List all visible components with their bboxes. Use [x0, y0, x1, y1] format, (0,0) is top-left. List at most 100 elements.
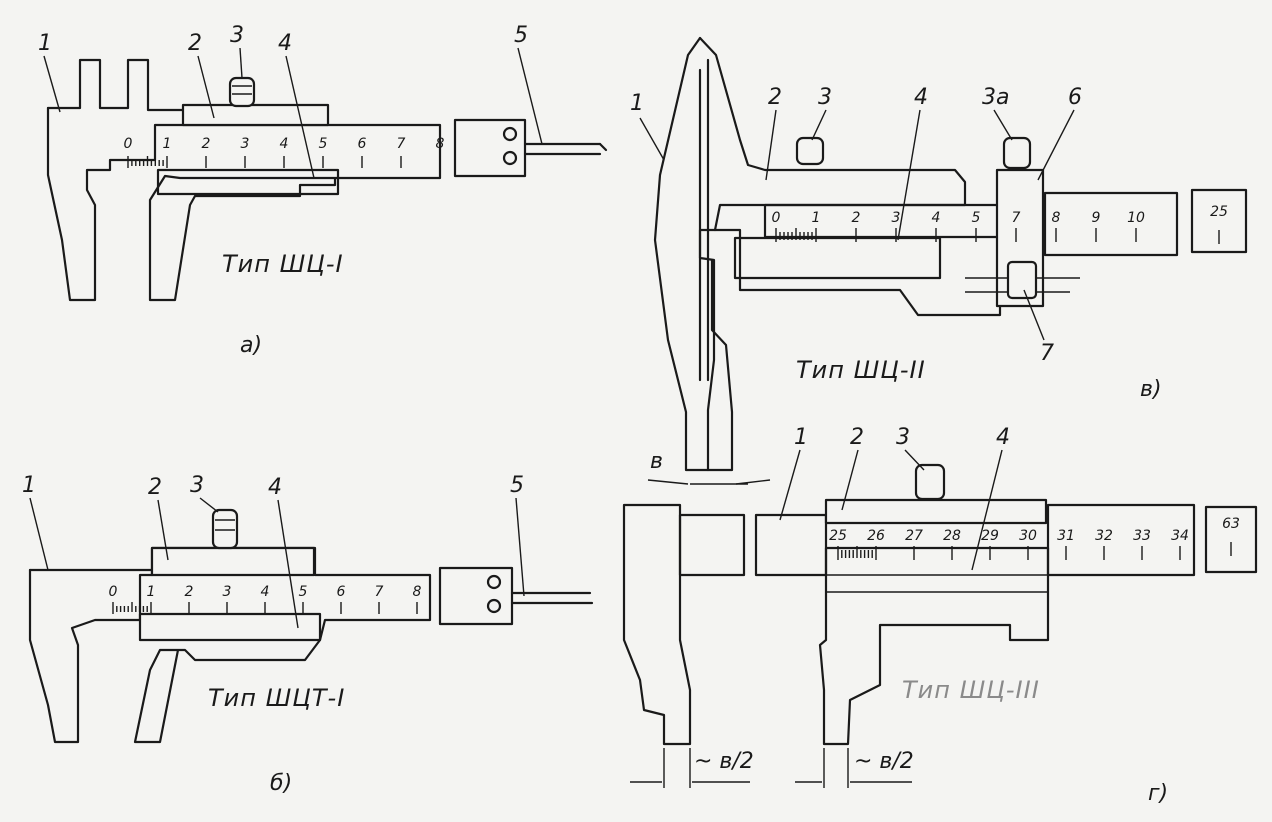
scale-number-a-8: 8 [436, 136, 445, 152]
scale-number-b-0: 0 [109, 584, 118, 600]
panel-g-label: г) [1148, 781, 1168, 806]
panel-a-labels: 1 2 3 4 5 Тип ШЦ-I а) [38, 23, 543, 358]
panel-b-fixed-jaw [28, 546, 432, 744]
panel-g-labels: 1 2 3 4 Тип ШЦ-III г) [779, 425, 1168, 806]
scale-number-a-0: 0 [124, 136, 133, 152]
panel-g-frame [824, 498, 1048, 525]
scale-number-a-6: 6 [358, 136, 367, 152]
panel-v-screw-3a [1002, 136, 1032, 170]
scale-number-g-1: 26 [867, 528, 885, 544]
panel-a-label: а) [240, 333, 262, 358]
panel-v-part-3a: 3а [982, 85, 1009, 110]
panel-v-part-4: 4 [914, 85, 928, 110]
scale-number-a-3: 3 [241, 136, 250, 152]
scale-number-g-4: 29 [981, 528, 999, 544]
panel-b-caliper [28, 508, 594, 744]
scale-number-g-8: 33 [1133, 528, 1151, 544]
panel-g-end-scale [1204, 505, 1258, 574]
panel-a-screw [228, 76, 256, 108]
panel-b-title: Тип ШЦТ-I [208, 684, 345, 712]
scale-number-b-2: 2 [185, 584, 194, 600]
panel-g-movable-jaw [818, 546, 1050, 746]
scale-number-v-4: 4 [932, 210, 941, 226]
panel-a-part-4: 4 [278, 31, 292, 56]
scale-number-b-3: 3 [223, 584, 232, 600]
panel-g-caliper: ~ в/2 ~ в/2 [622, 463, 1258, 788]
scale-number-a-4: 4 [280, 136, 289, 152]
panel-v-fixed-jaw [653, 36, 1002, 472]
panel-v-title: Тип ШЦ-II [796, 356, 926, 384]
panel-b-screw [211, 508, 239, 550]
panel-v-part-2: 2 [768, 85, 782, 110]
scale-number-a-1: 1 [163, 136, 172, 152]
panel-v-part-7: 7 [1040, 341, 1054, 366]
panel-b-part-5: 5 [510, 473, 524, 498]
scale-number-v-5: 5 [972, 210, 981, 226]
scale-number-g-7: 32 [1095, 528, 1113, 544]
scale-number-v-9: 10 [1127, 210, 1145, 226]
panel-a-main-scale: 0 1 2 3 4 5 6 7 8 [124, 136, 445, 168]
panel-b-part-1: 1 [22, 473, 36, 498]
scale-number-g-6: 31 [1057, 528, 1075, 544]
panel-b-part-2: 2 [148, 475, 162, 500]
far-scale-number-g: 63 [1222, 516, 1240, 532]
scale-number-g-0: 25 [829, 528, 847, 544]
panel-a-vernier [156, 168, 340, 196]
panel-v-vernier [733, 236, 942, 280]
panel-v-part-6: 6 [1068, 85, 1082, 110]
panel-g-part-3: 3 [896, 425, 910, 450]
scale-number-b-6: 6 [337, 584, 346, 600]
scale-number-b-5: 5 [299, 584, 308, 600]
panel-b-part-3: 3 [190, 473, 204, 498]
scale-number-b-1: 1 [147, 584, 156, 600]
panel-a-upper-jaws [46, 58, 187, 112]
scale-number-v-0: 0 [772, 210, 781, 226]
scale-number-v-8: 9 [1092, 210, 1101, 226]
scale-number-b-8: 8 [413, 584, 422, 600]
panel-b-label: б) [270, 771, 292, 796]
panel-g-title: Тип ШЦ-III [902, 676, 1040, 704]
scale-number-g-9: 34 [1171, 528, 1189, 544]
scale-number-a-7: 7 [397, 136, 406, 152]
panel-g-dim-left: ~ в/2 [694, 749, 754, 774]
scale-number-a-5: 5 [319, 136, 328, 152]
panel-v-labels: 1 2 3 4 3а 6 7 Тип ШЦ-II в) [630, 85, 1162, 402]
scale-number-v-1: 1 [812, 210, 821, 226]
panel-b-part-4: 4 [268, 475, 282, 500]
panel-b-end-cap [438, 566, 514, 626]
panel-b-main-scale: 0 1 2 3 4 5 6 7 8 [109, 584, 422, 614]
panel-g-part-4: 4 [996, 425, 1010, 450]
panel-g-fixed-jaw [622, 503, 692, 746]
scale-number-b-7: 7 [375, 584, 384, 600]
panel-a-title: Тип ШЦ-I [222, 250, 344, 278]
panel-v-caliper: в [647, 36, 1248, 485]
panel-g-part-1: 1 [794, 425, 808, 450]
scale-number-g-5: 30 [1019, 528, 1037, 544]
panel-b-vernier [138, 612, 322, 642]
far-scale-number-v: 25 [1210, 204, 1228, 220]
scale-number-v-6: 7 [1012, 210, 1021, 226]
scale-number-v-3: 3 [892, 210, 901, 226]
panel-v-part-1: 1 [630, 91, 644, 116]
panel-v-dim: в [650, 449, 663, 474]
panel-v-fine-adjust-nut [1006, 260, 1038, 300]
panel-a-part-5: 5 [514, 23, 528, 48]
panel-g-screw [914, 463, 946, 501]
panel-a-part-2: 2 [188, 31, 202, 56]
panel-v-label: в) [1140, 377, 1162, 402]
panel-v-part-3: 3 [818, 85, 832, 110]
scale-number-g-2: 27 [905, 528, 923, 544]
panel-g-dim-right: ~ в/2 [854, 749, 914, 774]
scale-number-b-4: 4 [261, 584, 270, 600]
scale-number-a-2: 2 [202, 136, 211, 152]
panel-a-fixed-jaw [46, 106, 442, 302]
panel-a-end-cap [453, 118, 527, 178]
panel-g-part-2: 2 [850, 425, 864, 450]
scale-number-v-2: 2 [852, 210, 861, 226]
panel-a-frame [181, 103, 330, 127]
panel-v-screw-3 [795, 136, 825, 166]
